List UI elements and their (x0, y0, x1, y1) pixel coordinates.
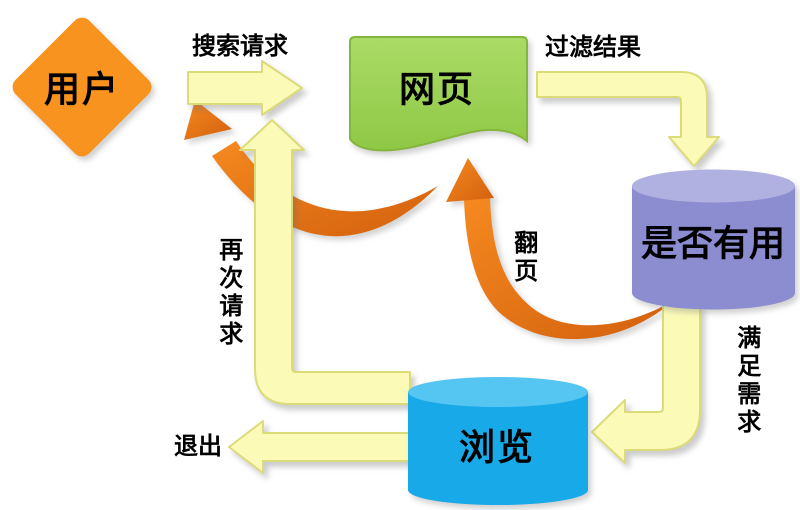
webpage-node-label: 网页 (398, 68, 476, 110)
user-node-shape (12, 17, 152, 157)
useful-node-body (632, 186, 795, 310)
return-to-user-arrowhead-icon (184, 100, 232, 140)
return-to-user-arc (212, 141, 438, 237)
useful-node-top (632, 169, 795, 203)
search-request-label: 搜索请求 (192, 33, 288, 61)
exit-label: 退出 (174, 433, 222, 461)
exit-arrow (228, 420, 411, 474)
satisfy-needs-label: 满足需求 (732, 325, 760, 437)
request-again-label: 再次请求 (214, 237, 242, 349)
browse-node-label: 浏览 (458, 426, 536, 468)
browse-node-top (408, 377, 588, 407)
page-turn-label: 翻页 (509, 230, 537, 286)
filter-results-arrow (536, 71, 720, 167)
filter-results-label: 过滤结果 (545, 34, 641, 62)
request-again-arrow (239, 119, 411, 405)
page-turn-arc (464, 198, 674, 340)
browse-node-body (408, 392, 588, 505)
webpage-node-shape (349, 36, 528, 152)
search-request-arrow (187, 60, 303, 116)
satisfy-needs-arrow (591, 304, 701, 464)
user-node-label: 用户 (43, 68, 121, 110)
useful-node-label: 是否有用 (640, 222, 786, 264)
page-turn-arrowhead-icon (446, 158, 494, 202)
